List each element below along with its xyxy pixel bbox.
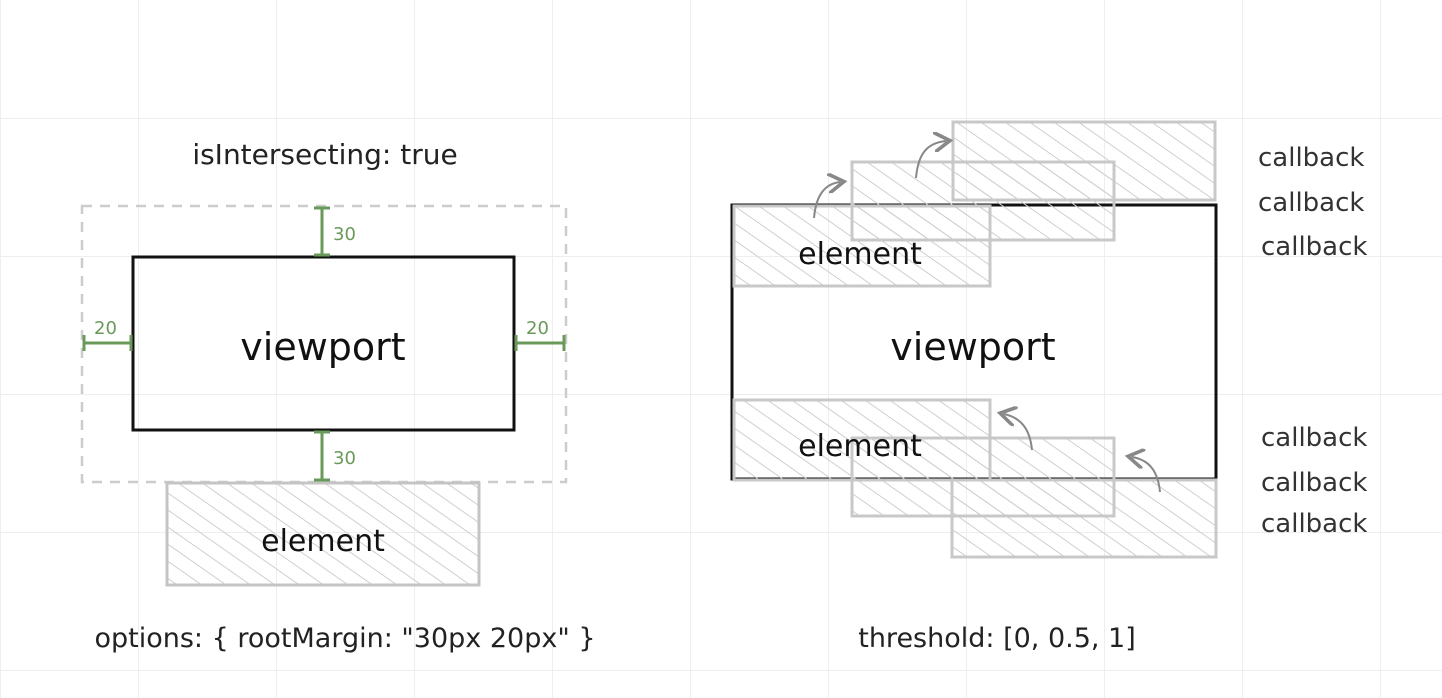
element-label: element xyxy=(261,524,385,559)
element-bottom-label: element xyxy=(798,429,922,464)
viewport-box xyxy=(131,255,516,432)
viewport-label: viewport xyxy=(890,325,1055,369)
is-intersecting-status: isIntersecting: true xyxy=(192,138,457,171)
element-box xyxy=(165,481,481,587)
margin-right-value: 20 xyxy=(526,318,549,339)
options-caption: options: { rootMargin: "30px 20px" } xyxy=(94,623,595,654)
callback-label-bottom-3: callback xyxy=(1261,509,1367,539)
callback-label-top-2: callback xyxy=(1258,188,1364,218)
element-top-stage-1 xyxy=(732,204,992,288)
left-diagram: isIntersecting: true viewport 30 30 20 xyxy=(80,138,596,654)
callback-label-top-1: callback xyxy=(1258,143,1364,173)
margin-left-value: 20 xyxy=(94,318,117,339)
root-margin-boundary xyxy=(80,204,568,484)
margin-right-dimension xyxy=(514,335,566,351)
arrow-icon xyxy=(813,182,840,219)
margin-left-dimension xyxy=(82,335,133,351)
viewport-label: viewport xyxy=(240,325,405,369)
threshold-caption: threshold: [0, 0.5, 1] xyxy=(858,623,1136,654)
arrow-icon xyxy=(915,141,946,179)
element-bottom-stage-1 xyxy=(732,398,992,482)
callback-label-bottom-1: callback xyxy=(1261,423,1367,453)
margin-bottom-dimension xyxy=(314,430,330,482)
margin-bottom-value: 30 xyxy=(333,448,356,469)
margin-top-dimension xyxy=(314,206,330,257)
element-top-label: element xyxy=(798,237,922,272)
callback-label-bottom-2: callback xyxy=(1261,468,1367,498)
arrow-icon xyxy=(1004,414,1033,451)
margin-top-value: 30 xyxy=(333,224,356,245)
right-diagram: viewport element element callback callba… xyxy=(730,120,1367,654)
callback-label-top-3: callback xyxy=(1261,232,1367,262)
arrow-icon xyxy=(1132,457,1161,493)
